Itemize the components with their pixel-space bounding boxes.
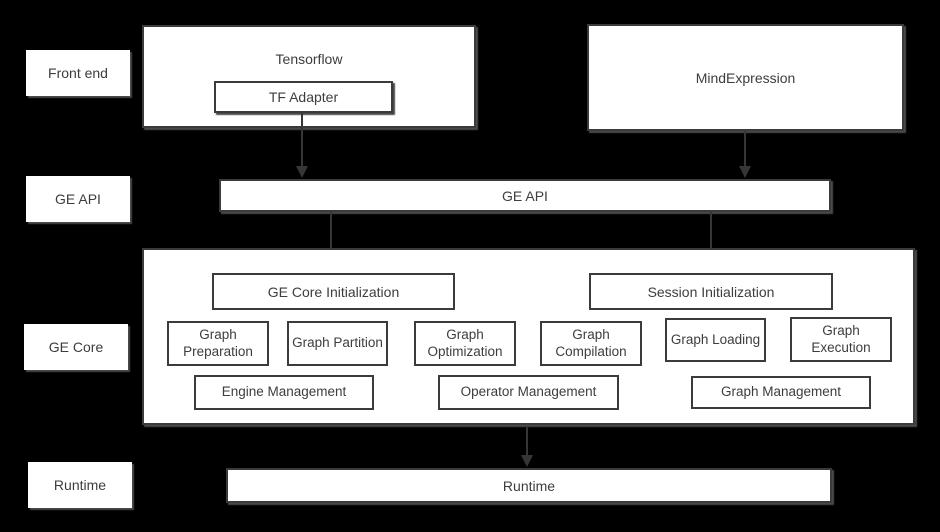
graph-compilation-box: Graph Compilation bbox=[540, 321, 642, 366]
tensorflow-label: Tensorflow bbox=[275, 51, 343, 67]
session-initialization-box: Session Initialization bbox=[589, 273, 833, 310]
ge-api-bar-label: GE API bbox=[502, 187, 548, 204]
graph-execution-box: Graph Execution bbox=[790, 317, 892, 362]
graph-optimization-label: Graph Optimization bbox=[427, 327, 503, 359]
mind-expression-box: MindExpression bbox=[587, 24, 904, 131]
graph-loading-box: Graph Loading bbox=[665, 318, 766, 362]
layer-label-ge-api: GE API bbox=[26, 176, 130, 222]
mind-expression-label: MindExpression bbox=[695, 69, 796, 86]
ge-core-box: GE Core Initialization Session Initializ… bbox=[142, 248, 915, 425]
runtime-bar-label: Runtime bbox=[502, 477, 556, 494]
graph-execution-label: Graph Execution bbox=[811, 323, 871, 355]
graph-management-label: Graph Management bbox=[720, 384, 842, 400]
arrow-ge-core-to-runtime bbox=[521, 426, 533, 467]
layer-label-front-end: Front end bbox=[26, 50, 130, 96]
tf-adapter-box: TF Adapter bbox=[214, 81, 393, 113]
graph-management-box: Graph Management bbox=[691, 376, 871, 409]
layer-label-ge-core: GE Core bbox=[24, 324, 128, 370]
tf-adapter-label: TF Adapter bbox=[268, 89, 339, 105]
graph-loading-label: Graph Loading bbox=[670, 331, 761, 347]
engine-management-label: Engine Management bbox=[221, 384, 347, 400]
layer-label-runtime: Runtime bbox=[28, 462, 132, 508]
graph-optimization-box: Graph Optimization bbox=[414, 321, 516, 366]
arrow-tf-adapter-to-ge-api bbox=[296, 113, 308, 178]
runtime-bar: Runtime bbox=[226, 468, 832, 503]
session-initialization-label: Session Initialization bbox=[647, 283, 775, 300]
graph-partition-box: Graph Partition bbox=[287, 321, 388, 366]
graph-preparation-box: Graph Preparation bbox=[167, 321, 269, 366]
ge-core-initialization-box: GE Core Initialization bbox=[212, 273, 455, 310]
arrow-mind-expression-to-ge-api bbox=[739, 131, 751, 178]
engine-management-box: Engine Management bbox=[194, 375, 374, 410]
operator-management-box: Operator Management bbox=[438, 375, 619, 410]
graph-preparation-label: Graph Preparation bbox=[183, 327, 253, 359]
operator-management-label: Operator Management bbox=[460, 384, 597, 400]
graph-compilation-label: Graph Compilation bbox=[555, 327, 627, 359]
graph-partition-label: Graph Partition bbox=[292, 335, 383, 351]
ge-core-initialization-label: GE Core Initialization bbox=[267, 283, 400, 300]
ge-api-bar: GE API bbox=[219, 179, 831, 212]
